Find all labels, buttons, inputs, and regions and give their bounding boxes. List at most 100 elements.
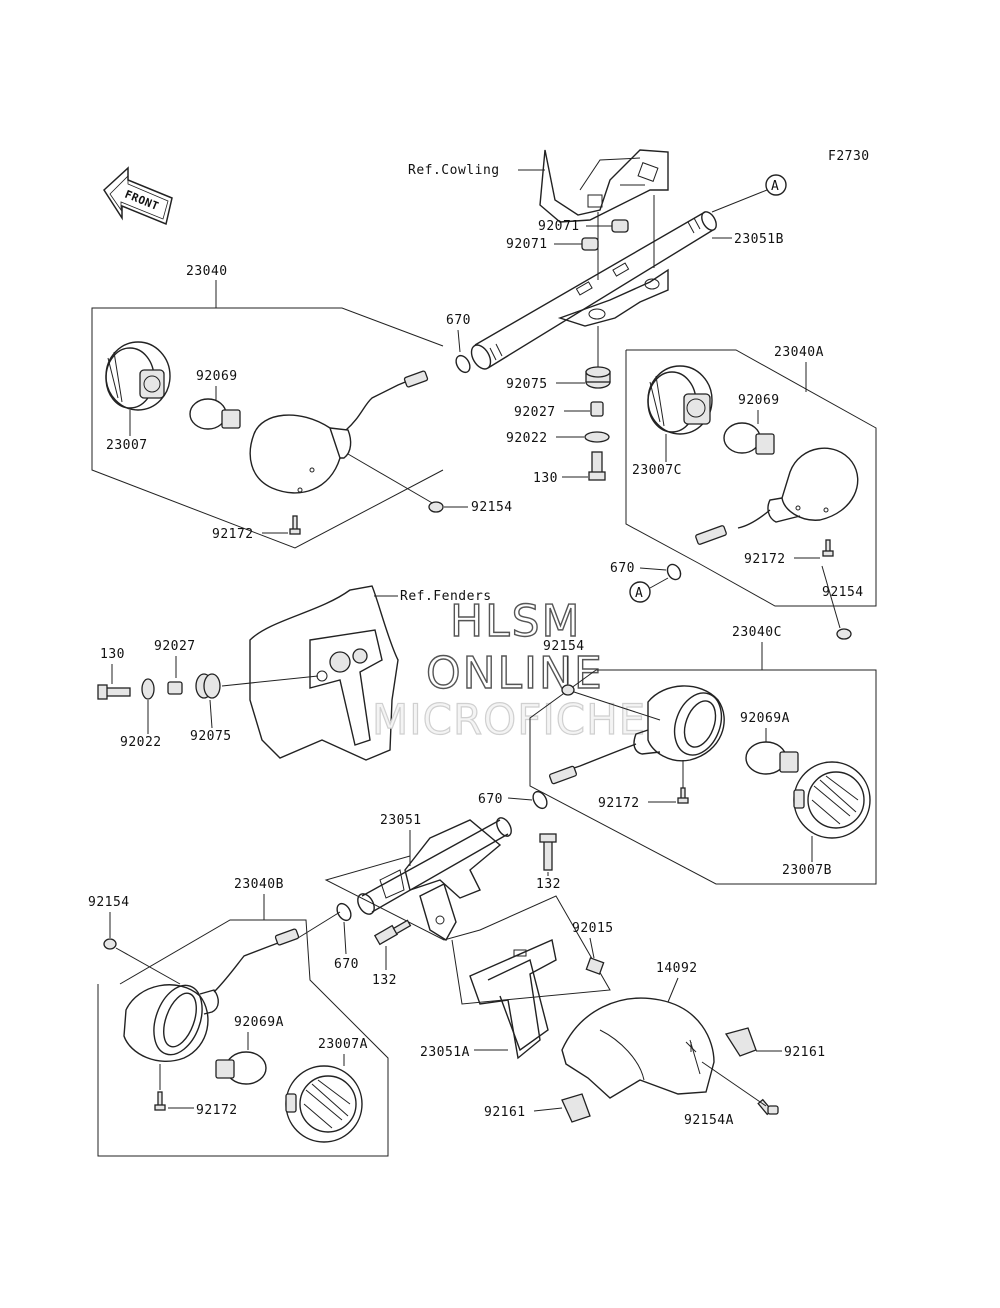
- cover-14092: [561, 997, 715, 1099]
- screw-92172-right: [822, 539, 834, 557]
- bulb-92069a-mid: [745, 741, 799, 775]
- turn-signal-housing-23040a: [695, 447, 859, 545]
- label-92069a-low: 92069A: [234, 1015, 284, 1030]
- clip-92015: [585, 957, 605, 975]
- label-132-a: 132: [536, 877, 561, 892]
- label-92172-mid: 92172: [598, 796, 640, 811]
- lens-23007a: [285, 1065, 363, 1143]
- screw-92154a: [757, 1098, 779, 1116]
- label-23040c: 23040C: [732, 625, 782, 640]
- oring-670-right: [666, 563, 682, 581]
- label-92161-b: 92161: [484, 1105, 526, 1120]
- label-92172-low: 92172: [196, 1103, 238, 1118]
- label-132-b: 132: [372, 973, 397, 988]
- label-23051: 23051: [380, 813, 422, 828]
- ref-cowling-label: Ref.Cowling: [408, 163, 500, 178]
- label-92069-left: 92069: [196, 369, 238, 384]
- label-23051a: 23051A: [420, 1045, 470, 1060]
- label-92172-left: 92172: [212, 527, 254, 542]
- bolt-130-top: [588, 451, 606, 481]
- collar-92027-left: [167, 681, 183, 695]
- label-92154-low: 92154: [88, 895, 130, 910]
- bulb-92069-left: [189, 398, 241, 430]
- label-92154-mid: 92154: [543, 639, 585, 654]
- frame-23040c: [529, 669, 877, 885]
- grommet-92075-left: [195, 673, 221, 699]
- label-92069a-mid: 92069A: [740, 711, 790, 726]
- label-92161-a: 92161: [784, 1045, 826, 1060]
- screw-92172-left: [289, 515, 301, 535]
- bulb-92069a-low: [215, 1051, 267, 1085]
- screw-92154-low: [103, 938, 117, 950]
- watermark-line1: HLSM: [450, 596, 582, 647]
- label-92154-left: 92154: [471, 500, 513, 515]
- cap-92161-a: [724, 1027, 757, 1057]
- screw-92154-right: [836, 628, 852, 640]
- label-23007c: 23007C: [632, 463, 682, 478]
- label-130-left: 130: [100, 647, 125, 662]
- spacer-92071: [581, 219, 629, 251]
- screw-92172-mid: [677, 787, 689, 804]
- label-92022-top: 92022: [506, 431, 548, 446]
- ref-fenders-label: Ref.Fenders: [400, 589, 492, 604]
- label-92075-top: 92075: [506, 377, 548, 392]
- turn-signal-housing-23040: [249, 370, 429, 494]
- label-92154-right: 92154: [822, 585, 864, 600]
- label-23051b: 23051B: [734, 232, 784, 247]
- frame-23040a: [625, 349, 877, 607]
- washer-92022-left: [141, 678, 155, 700]
- callout-a-top: A: [771, 179, 779, 194]
- turn-signal-housing-23040c: [548, 685, 725, 785]
- label-23040b: 23040B: [234, 877, 284, 892]
- label-92071-a: 92071: [538, 219, 580, 234]
- shaft-23051: [357, 817, 512, 941]
- license-bracket-23051a: [469, 939, 557, 1060]
- diagram-code: F2730: [828, 149, 870, 164]
- frame-23040b: [97, 919, 389, 1157]
- cowling-bracket: [539, 149, 669, 223]
- watermark-line3: MICROFICHE: [372, 695, 646, 744]
- washer-92022: [584, 431, 610, 443]
- watermark-line2: ONLINE: [426, 648, 604, 699]
- label-23007a: 23007A: [318, 1037, 368, 1052]
- fender-bracket: [249, 585, 399, 761]
- label-92071-b: 92071: [506, 237, 548, 252]
- callout-a-right: A: [635, 586, 643, 601]
- front-arrow-icon: FRONT: [103, 166, 173, 226]
- label-92172-right: 92172: [744, 552, 786, 567]
- bolt-132-a: [539, 833, 557, 871]
- grommet-92075: [585, 366, 611, 389]
- screw-92172-low: [154, 1091, 166, 1111]
- bulb-92069-right: [723, 422, 775, 455]
- label-23040a: 23040A: [774, 345, 824, 360]
- label-92015: 92015: [572, 921, 614, 936]
- label-23007b: 23007B: [782, 863, 832, 878]
- cap-92161-b: [561, 1093, 591, 1123]
- oring-670-top: [455, 354, 471, 374]
- label-23040: 23040: [186, 264, 228, 279]
- collar-92027: [590, 401, 604, 417]
- label-670-right: 670: [610, 561, 635, 576]
- label-92022-left: 92022: [120, 735, 162, 750]
- label-92027-top: 92027: [514, 405, 556, 420]
- label-92075-left: 92075: [190, 729, 232, 744]
- screw-92154-mid: [561, 684, 575, 696]
- label-670-low: 670: [334, 957, 359, 972]
- frame-23040: [91, 307, 444, 549]
- label-92154a: 92154A: [684, 1113, 734, 1128]
- oring-670-mid: [532, 790, 548, 810]
- lens-23007: [105, 341, 171, 411]
- label-92069-right: 92069: [738, 393, 780, 408]
- label-23007: 23007: [106, 438, 148, 453]
- label-130-top: 130: [533, 471, 558, 486]
- watermark: HLSM ONLINE MICROFICHE: [371, 595, 646, 744]
- label-670-top: 670: [446, 313, 471, 328]
- bolt-130-left: [97, 684, 131, 700]
- lens-23007b: [793, 761, 871, 839]
- turn-signal-housing-23040b: [123, 928, 300, 1063]
- bolt-132-b: [373, 919, 412, 946]
- label-14092: 14092: [656, 961, 698, 976]
- shaft-23051b: [470, 211, 717, 370]
- screw-92154-left: [428, 501, 444, 513]
